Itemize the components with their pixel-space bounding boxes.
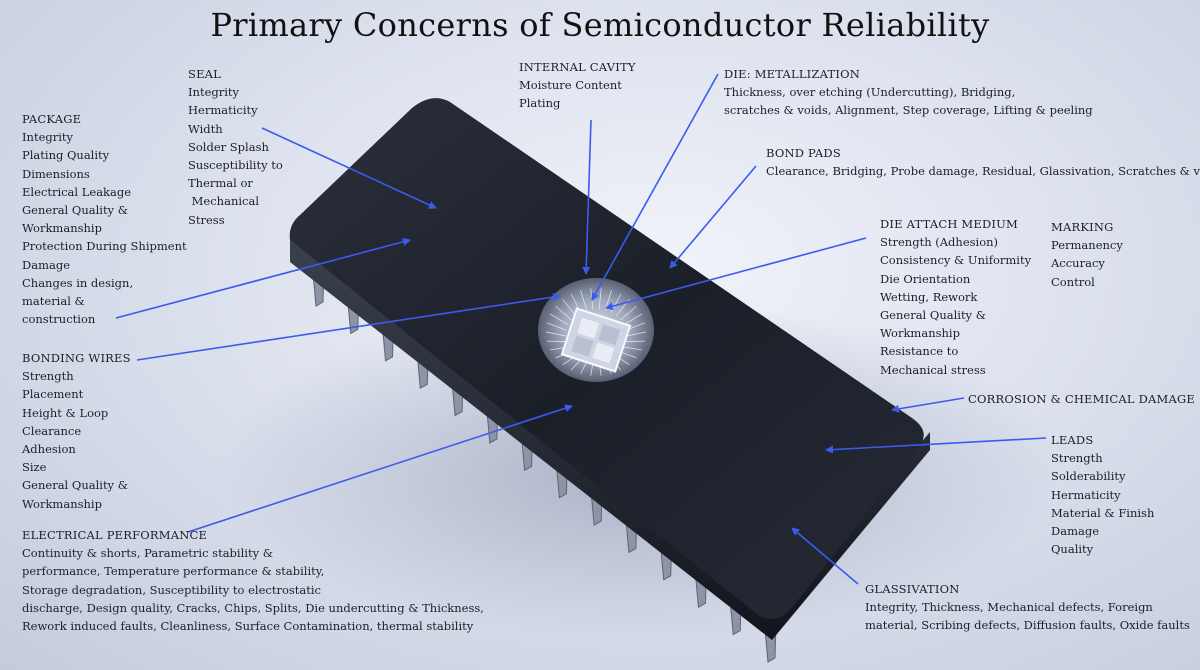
bond-wire xyxy=(580,290,588,311)
bonding-wires-item: General Quality & xyxy=(22,478,128,493)
die-attach-item: Workmanship xyxy=(880,326,960,341)
die-attach-item: Mechanical stress xyxy=(880,362,986,377)
bonding-wires-item: Workmanship xyxy=(22,496,102,511)
seal-section: SEAL Integrity Hermaticity Width Solder … xyxy=(188,65,283,229)
internal-cavity-section: INTERNAL CAVITY Moisture Content Plating xyxy=(519,58,636,113)
die-metallization-heading: DIE: METALLIZATION xyxy=(724,67,860,81)
bond-pads-section: BOND PADS Clearance, Bridging, Probe dam… xyxy=(766,144,1200,180)
bond-pads-text: Clearance, Bridging, Probe damage, Resid… xyxy=(766,164,1200,179)
leads-section: LEADS Strength Solderability Hermaticity… xyxy=(1051,431,1154,558)
package-item: Plating Quality xyxy=(22,148,110,163)
seal-item: Mechanical xyxy=(188,194,259,209)
seal-item: Thermal or xyxy=(188,176,253,191)
package-item: Damage xyxy=(22,257,71,272)
bonding-wires-item: Placement xyxy=(22,387,84,402)
die-attach-item: Resistance to xyxy=(880,344,959,359)
package-item: Dimensions xyxy=(22,166,90,181)
corrosion-heading: CORROSION & CHEMICAL DAMAGE xyxy=(968,392,1195,406)
bond-wire xyxy=(620,351,637,359)
package-item: construction xyxy=(22,312,96,327)
die-attach-heading: DIE ATTACH MEDIUM xyxy=(880,217,1019,231)
glassivation-heading: GLASSIVATION xyxy=(865,582,960,596)
die-metallization-text: Thickness, over etching (Undercutting), … xyxy=(724,85,1016,100)
leads-item: Hermaticity xyxy=(1051,487,1121,502)
bond-wire xyxy=(623,313,642,326)
leads-item: Material & Finish xyxy=(1051,505,1155,520)
glassivation-text: Integrity, Thickness, Mechanical defects… xyxy=(865,600,1153,615)
die-attach-item: Strength (Adhesion) xyxy=(880,235,999,250)
electrical-text: discharge, Design quality, Cracks, Chips… xyxy=(22,600,484,615)
electrical-heading: ELECTRICAL PERFORMANCE xyxy=(22,528,208,542)
die-attach-section: DIE ATTACH MEDIUM Strength (Adhesion) Co… xyxy=(880,215,1031,379)
bond-wire xyxy=(623,346,642,351)
glassivation-text: material, Scribing defects, Diffusion fa… xyxy=(865,618,1190,633)
bond-wire xyxy=(562,299,577,317)
electrical-text: Rework induced faults, Cleanliness, Surf… xyxy=(22,619,474,634)
internal-cavity-item: Plating xyxy=(519,96,561,111)
seal-item: Integrity xyxy=(188,85,240,100)
die-metallization-text: scratches & voids, Alignment, Step cover… xyxy=(724,103,1093,118)
marking-heading: MARKING xyxy=(1051,220,1114,234)
glassivation-section: GLASSIVATION Integrity, Thickness, Mecha… xyxy=(865,580,1190,635)
bonding-wires-heading: BONDING WIRES xyxy=(22,351,131,365)
die-attach-item: Consistency & Uniformity xyxy=(880,253,1032,268)
bonding-wires-item: Clearance xyxy=(22,423,82,438)
package-item: material & xyxy=(22,294,85,309)
seal-item: Hermaticity xyxy=(188,103,258,118)
marking-item: Permanency xyxy=(1051,238,1123,253)
leads-item: Damage xyxy=(1051,524,1100,539)
package-item: Workmanship xyxy=(22,221,102,236)
leads-item: Quality xyxy=(1051,542,1094,557)
bond-wire xyxy=(580,361,588,375)
page-title: Primary Concerns of Semiconductor Reliab… xyxy=(210,6,990,44)
leads-heading: LEADS xyxy=(1051,433,1094,447)
corrosion-section: CORROSION & CHEMICAL DAMAGE xyxy=(968,390,1195,408)
internal-cavity-heading: INTERNAL CAVITY xyxy=(519,60,636,74)
internal-cavity-item: Moisture Content xyxy=(519,78,622,93)
die-attach-item: Wetting, Rework xyxy=(880,289,978,304)
bonding-wires-item: Strength xyxy=(22,369,74,384)
seal-item: Solder Splash xyxy=(188,139,269,154)
bond-wire xyxy=(570,359,582,371)
electrical-section: ELECTRICAL PERFORMANCE Continuity & shor… xyxy=(22,526,484,635)
bond-wire xyxy=(625,331,647,337)
package-section: PACKAGE Integrity Plating Quality Dimens… xyxy=(22,110,187,328)
electrical-text: Continuity & shorts, Parametric stabilit… xyxy=(22,546,273,561)
die-attach-item: General Quality & xyxy=(880,308,986,323)
seal-item: Stress xyxy=(188,212,225,227)
marking-item: Accuracy xyxy=(1051,256,1105,271)
seal-heading: SEAL xyxy=(188,67,222,81)
seal-item: Width xyxy=(188,121,223,136)
package-heading: PACKAGE xyxy=(22,112,82,126)
leads-item: Solderability xyxy=(1051,469,1126,484)
electrical-text: Storage degradation, Susceptibility to e… xyxy=(22,582,321,597)
package-item: Protection During Shipment xyxy=(22,239,187,254)
bond-pads-heading: BOND PADS xyxy=(766,146,841,160)
package-item: Electrical Leakage xyxy=(22,184,132,199)
marking-item: Control xyxy=(1051,274,1095,289)
package-item: Integrity xyxy=(22,130,74,145)
bonding-wires-item: Adhesion xyxy=(22,442,76,457)
die-attach-item: Die Orientation xyxy=(880,271,971,286)
leads-item: Strength xyxy=(1051,451,1103,466)
package-item: General Quality & xyxy=(22,203,128,218)
bonding-wires-section: BONDING WIRES Strength Placement Height … xyxy=(22,349,131,513)
bonding-wires-item: Height & Loop xyxy=(22,405,109,420)
seal-item: Susceptibility to xyxy=(188,158,283,173)
marking-section: MARKING Permanency Accuracy Control xyxy=(1051,218,1123,291)
package-item: Changes in design, xyxy=(22,275,134,290)
die-metallization-section: DIE: METALLIZATION Thickness, over etchi… xyxy=(724,65,1093,120)
bonding-wires-item: Size xyxy=(22,460,47,475)
electrical-text: performance, Temperature performance & s… xyxy=(22,564,325,579)
chip-die xyxy=(560,307,632,373)
